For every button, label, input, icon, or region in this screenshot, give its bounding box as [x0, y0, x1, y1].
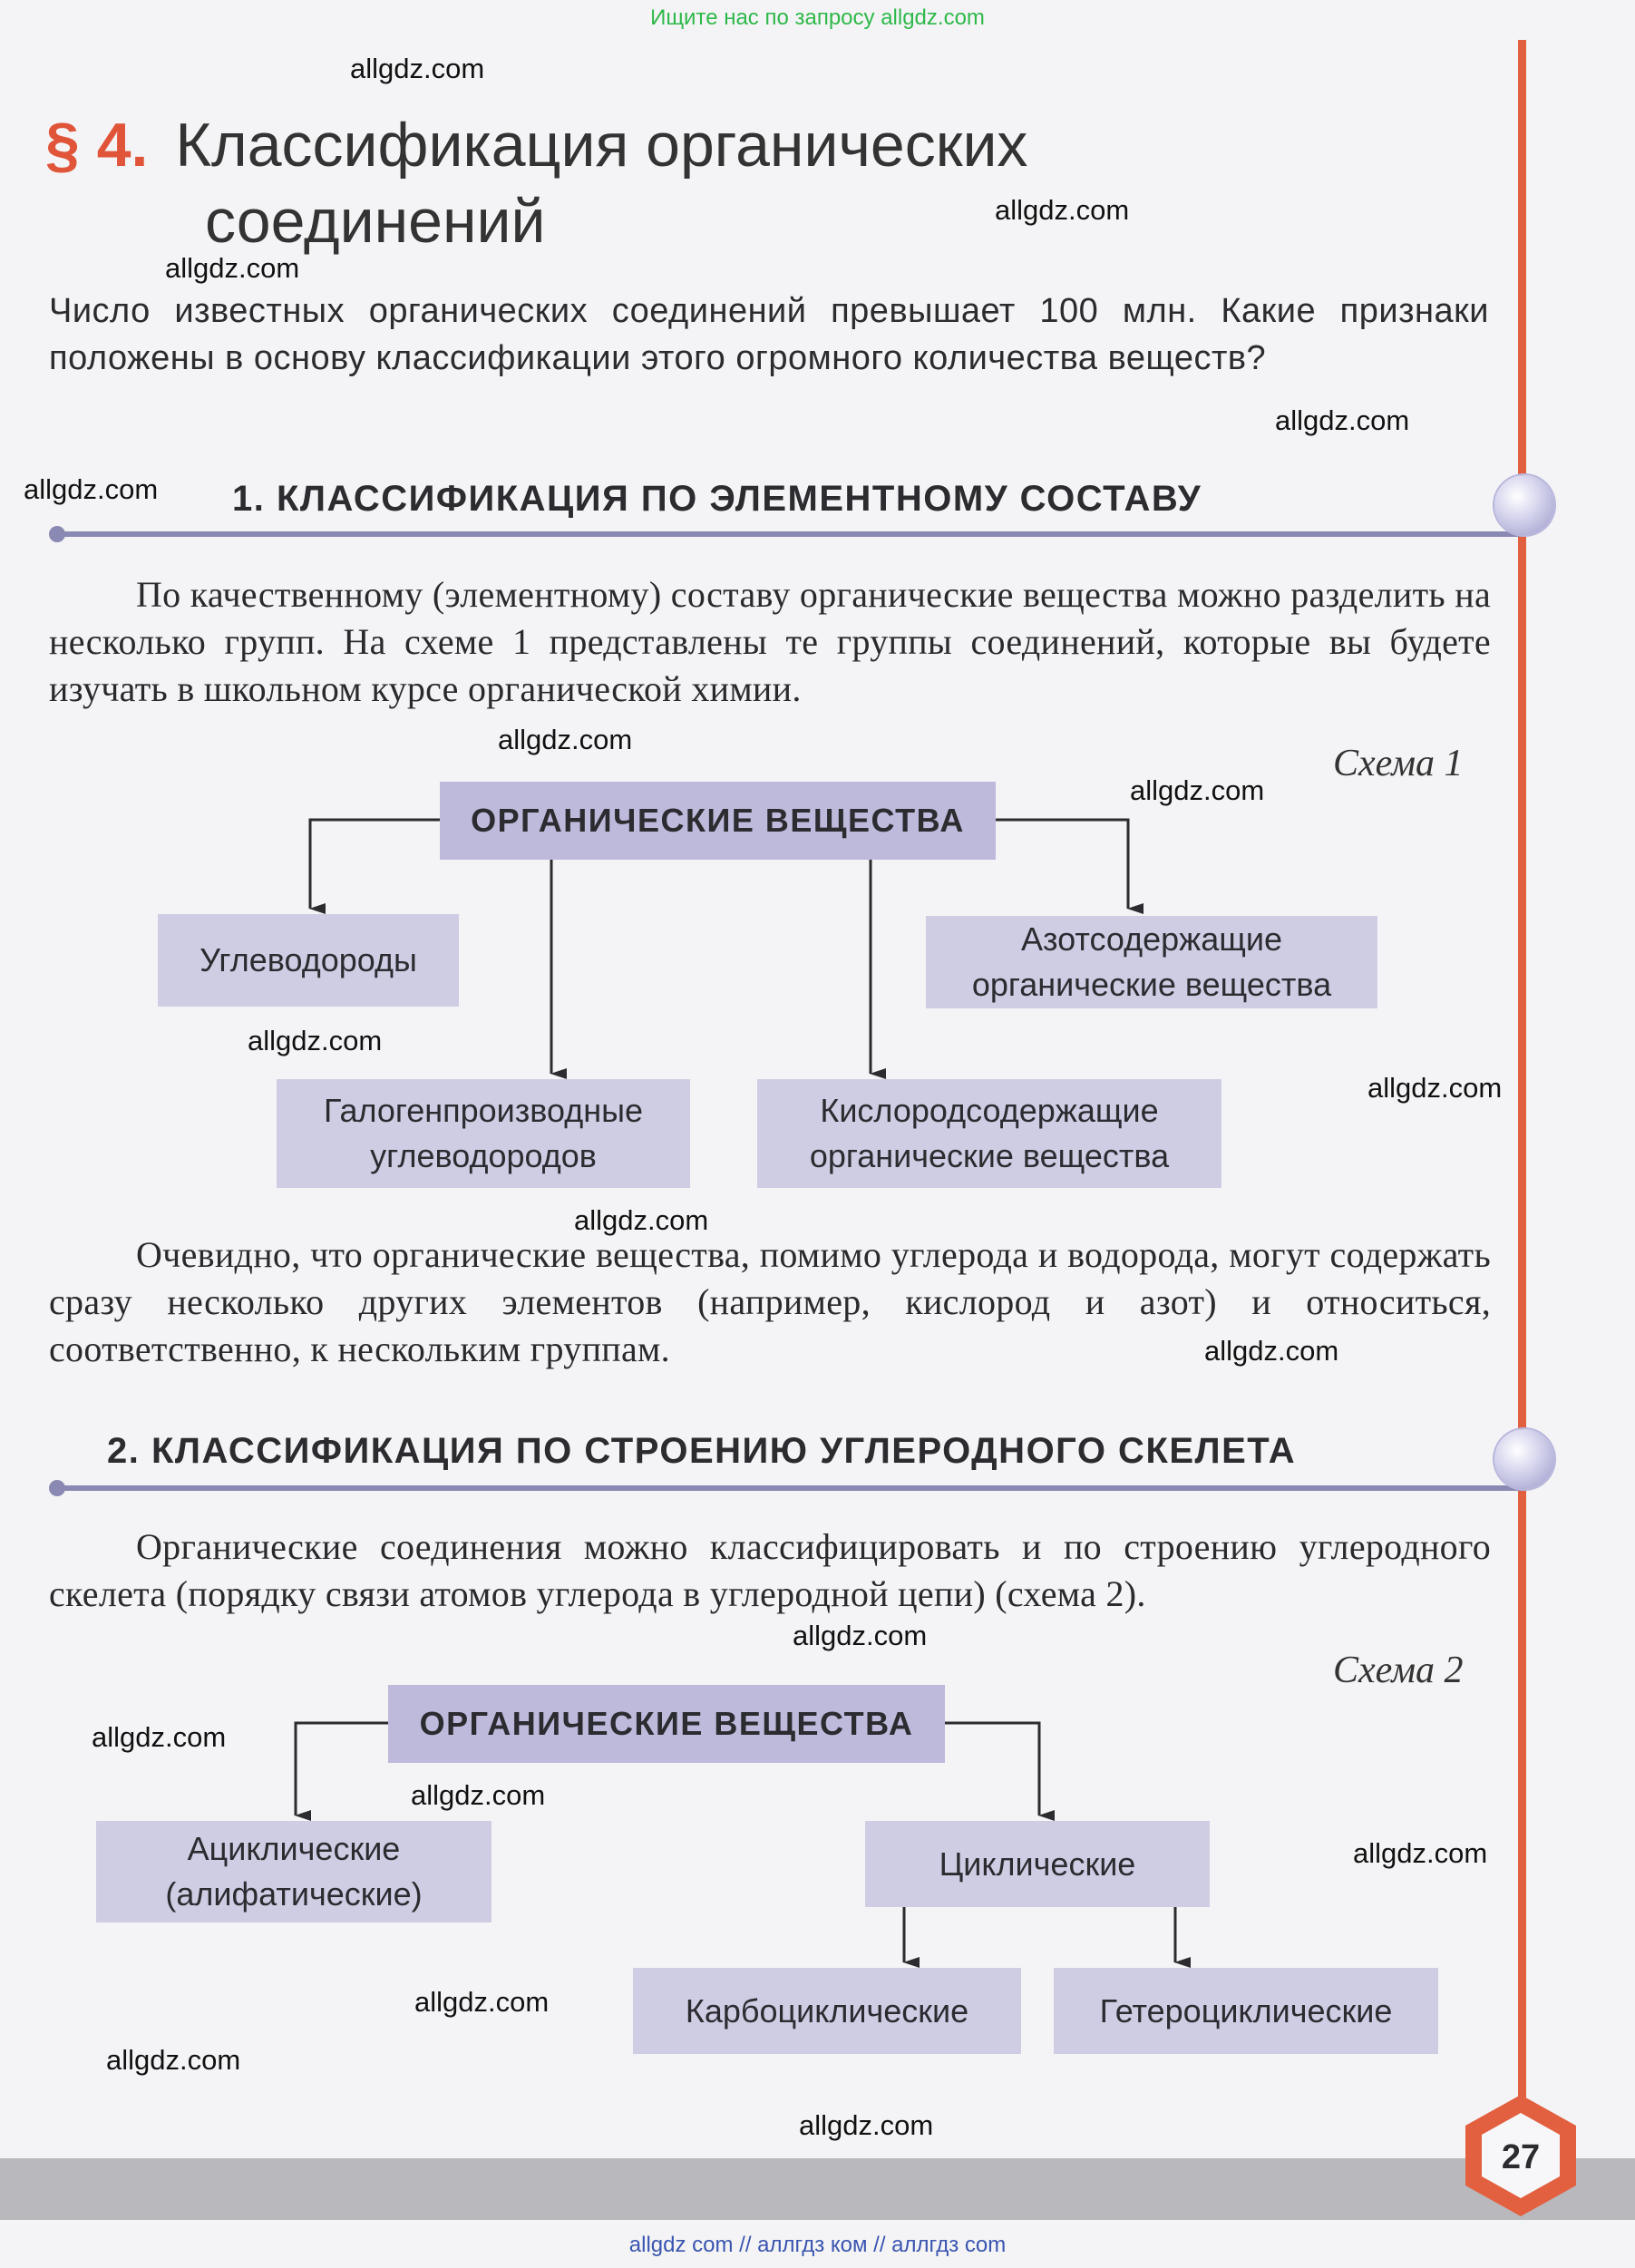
page-number: 27 — [1501, 2138, 1541, 2176]
schema2-heterocyclic-box: Гетероциклические — [1054, 1968, 1438, 2054]
intro-paragraph: Число известных органических соединений … — [49, 292, 1489, 377]
arrow-to-nitrogen — [996, 818, 1144, 914]
part1-conclusion: Очевидно, что органические вещества, пом… — [49, 1234, 1491, 1369]
part1-paragraph: По качественному (элементному) составу о… — [49, 574, 1491, 709]
watermark: allgdz.com — [574, 1204, 709, 1236]
watermark: allgdz.com — [24, 473, 159, 505]
watermark: allgdz.com — [106, 2044, 241, 2076]
watermark: allgdz.com — [165, 252, 300, 284]
watermark: allgdz.com — [248, 1025, 383, 1056]
top-banner: Ищите нас по запросу allgdz.com — [650, 5, 985, 30]
watermark: allgdz.com — [1367, 1072, 1503, 1104]
arrow-to-acyclic — [294, 1721, 388, 1821]
margin-line — [1518, 40, 1526, 2153]
section-title-line2: соединений — [205, 187, 546, 256]
section-title-line1: Классификация органических — [175, 111, 1028, 180]
schema2-label: Схема 2 — [1333, 1650, 1464, 1691]
watermark: allgdz.com — [799, 2109, 934, 2141]
watermark: allgdz.com — [411, 1779, 546, 1811]
arrow-to-hydrocarbons — [308, 818, 440, 914]
part2-marker-ball — [1494, 1429, 1554, 1489]
schema2-cyclic-box: Циклические — [865, 1821, 1210, 1907]
watermark: allgdz.com — [1275, 404, 1410, 436]
part1-heading: 1. КЛАССИФИКАЦИЯ ПО ЭЛЕМЕНТНОМУ СОСТАВУ — [232, 479, 1202, 519]
watermark: allgdz.com — [414, 1986, 550, 2018]
schema1-root-box: ОРГАНИЧЕСКИЕ ВЕЩЕСТВА — [440, 782, 996, 860]
bottom-band — [0, 2158, 1635, 2220]
watermark: allgdz.com — [793, 1620, 928, 1651]
schema2-acyclic-box: Ациклические (алифатические) — [96, 1821, 491, 1922]
footer-text: allgdz com // аллгдз ком // аллгдз com — [628, 2233, 1007, 2257]
schema1-halogen-box: Галогенпроизводные углеводородов — [277, 1079, 690, 1188]
part1-heading-rule — [54, 531, 1523, 537]
schema1-hydrocarbons-box: Углеводороды — [158, 914, 459, 1007]
schema1-label: Схема 1 — [1333, 743, 1464, 784]
page-number-badge: 27 — [1456, 2091, 1585, 2220]
schema2-root-box: ОРГАНИЧЕСКИЕ ВЕЩЕСТВА — [388, 1685, 945, 1763]
schema2-carbocyclic-box: Карбоциклические — [633, 1968, 1021, 2054]
watermark: allgdz.com — [1130, 774, 1265, 806]
watermark: allgdz.com — [92, 1721, 227, 1753]
hexagon-icon — [1465, 2095, 1576, 2216]
watermark: allgdz.com — [995, 194, 1130, 226]
part2-heading-rule — [54, 1485, 1523, 1491]
section-title: § 4. Классификация органических соединени… — [45, 107, 1027, 259]
part1-marker-ball — [1494, 475, 1554, 535]
watermark: allgdz.com — [1204, 1335, 1339, 1367]
section-number: § 4. — [45, 111, 149, 180]
schema1-nitrogen-box: Азотсодержащие органические вещества — [926, 916, 1377, 1008]
watermark: allgdz.com — [1353, 1837, 1488, 1869]
watermark: allgdz.com — [498, 724, 633, 755]
schema1-oxygen-box: Кислородсодержащие органические вещества — [757, 1079, 1221, 1188]
arrow-to-cyclic — [945, 1721, 1055, 1821]
part2-paragraph: Органические соединения можно классифици… — [49, 1526, 1491, 1614]
part2-heading: 2. КЛАССИФИКАЦИЯ ПО СТРОЕНИЮ УГЛЕРОДНОГО… — [107, 1431, 1297, 1471]
watermark: allgdz.com — [350, 53, 485, 84]
